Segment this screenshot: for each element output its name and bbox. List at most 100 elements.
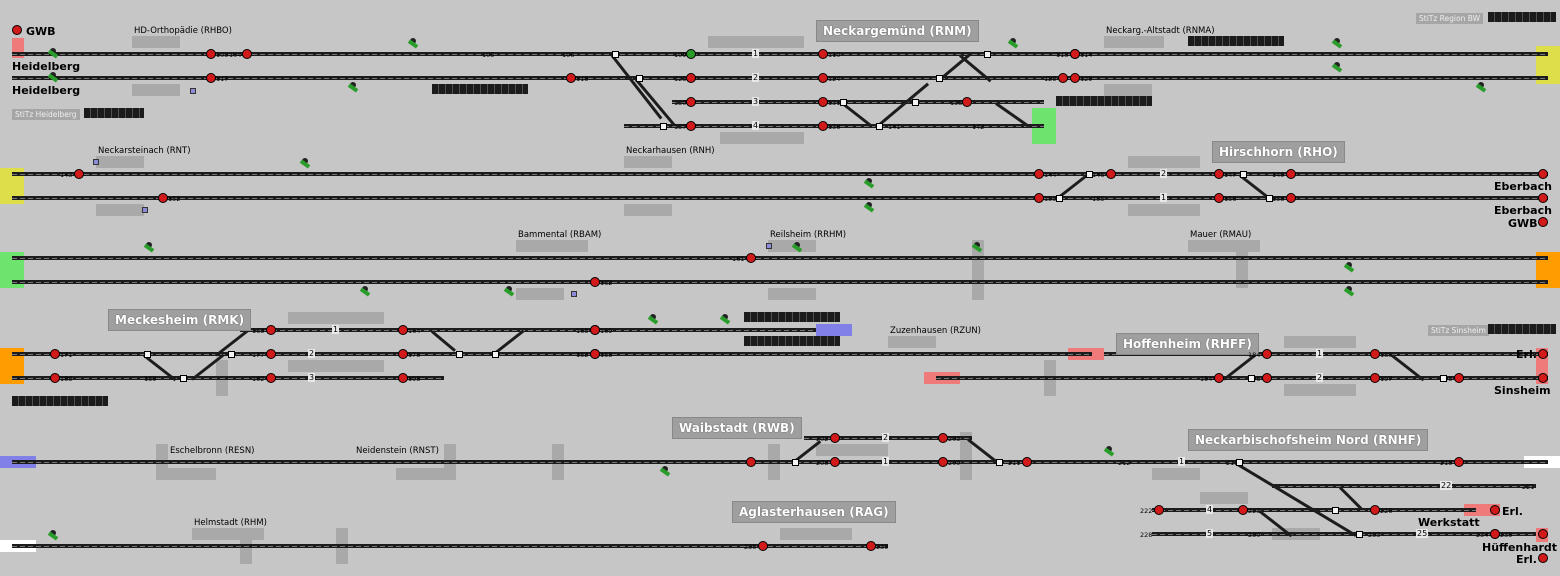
signal-104[interactable]	[242, 49, 252, 59]
dest-werkstatt[interactable]: Werkstatt	[1418, 516, 1480, 529]
level-crossing-icon[interactable]	[48, 48, 58, 58]
station-rnhf[interactable]: Neckarbischofsheim Nord (RNHF)	[1188, 429, 1429, 451]
level-crossing-icon[interactable]	[300, 158, 310, 168]
signal-147[interactable]	[1214, 169, 1224, 179]
level-crossing-icon[interactable]	[348, 82, 358, 92]
track-rho-main-1[interactable]	[12, 172, 1548, 176]
dest-gwb-right[interactable]: GWB	[1508, 217, 1538, 230]
level-crossing-icon[interactable]	[48, 530, 58, 540]
dest-gwb-top[interactable]: GWB	[26, 25, 56, 38]
train-counter[interactable]	[744, 336, 840, 346]
stitz-counter-bw[interactable]	[1488, 12, 1556, 22]
station-rhff[interactable]: Hoffenheim (RHFF)	[1116, 333, 1259, 355]
signal-135[interactable]	[962, 97, 972, 107]
train-counter[interactable]	[744, 312, 840, 322]
signal-215[interactable]	[1454, 457, 1464, 467]
track-rmk-3[interactable]	[12, 376, 444, 380]
station-rnm[interactable]: Neckargemünd (RNM)	[816, 20, 979, 42]
track-rnhf-5[interactable]	[1152, 532, 1536, 536]
dest-gwb-signal[interactable]	[12, 25, 22, 35]
level-crossing-icon[interactable]	[408, 38, 418, 48]
signal-114[interactable]	[1070, 49, 1080, 59]
track-rnhf-22[interactable]	[1272, 484, 1536, 488]
station-label-rnst[interactable]: Neidenstein (RNST)	[354, 446, 441, 456]
signal-163[interactable]	[266, 325, 276, 335]
switch-marker[interactable]	[1086, 171, 1093, 178]
track-rmk-2[interactable]	[12, 352, 1092, 356]
dest-eberbach-2[interactable]: Eberbach	[1494, 204, 1552, 217]
signal-239[interactable]	[866, 541, 876, 551]
station-label-rzun[interactable]: Zuzenhausen (RZUN)	[888, 326, 983, 336]
station-label-rnma[interactable]: Neckarg.-Altstadt (RNMA)	[1104, 26, 1217, 36]
station-label-rnt[interactable]: Neckarsteinach (RNT)	[96, 146, 193, 156]
switch-diag[interactable]	[875, 82, 930, 129]
signal-138[interactable]	[818, 121, 828, 131]
switch-marker[interactable]	[912, 99, 919, 106]
station-label-rrhm[interactable]: Reilsheim (RRHM)	[768, 230, 849, 240]
switch-marker[interactable]	[228, 351, 235, 358]
switch-marker[interactable]	[936, 75, 943, 82]
signal-162[interactable]	[590, 277, 600, 287]
switch-marker[interactable]	[1266, 195, 1273, 202]
track-rmau-2[interactable]	[12, 280, 1548, 284]
signal-198[interactable]	[1454, 373, 1464, 383]
signal-158[interactable]	[1286, 193, 1296, 203]
switch-marker[interactable]	[456, 351, 463, 358]
switch-marker[interactable]	[1240, 171, 1247, 178]
signal-gwb-right[interactable]	[1538, 217, 1548, 227]
station-rho[interactable]: Hirschhorn (RHO)	[1212, 141, 1345, 163]
switch-diag[interactable]	[1338, 486, 1363, 510]
signal-223[interactable]	[1238, 505, 1248, 515]
track-rag[interactable]	[744, 544, 888, 548]
dest-heidelberg-2[interactable]: Heidelberg	[12, 84, 81, 97]
switch-marker[interactable]	[1440, 375, 1447, 382]
signal-131[interactable]	[818, 97, 828, 107]
dest-erl-1[interactable]: Erl.	[1516, 348, 1537, 361]
station-label-rhbo[interactable]: HD-Orthopädie (RHBO)	[132, 26, 234, 36]
track-rwb-main[interactable]	[12, 460, 1548, 464]
signal-183[interactable]	[590, 349, 600, 359]
signal-sinsheim[interactable]	[1538, 373, 1548, 383]
level-crossing-icon[interactable]	[1332, 38, 1342, 48]
signal-137[interactable]	[686, 121, 696, 131]
track-rnm-main-1[interactable]	[12, 52, 1548, 56]
signal-130[interactable]	[686, 97, 696, 107]
station-label-rbam[interactable]: Bammental (RBAM)	[516, 230, 604, 240]
level-crossing-icon[interactable]	[720, 314, 730, 324]
signal-184[interactable]	[1262, 349, 1272, 359]
switch-marker[interactable]	[180, 375, 187, 382]
signal-146[interactable]	[1106, 169, 1116, 179]
track-rho-main-2[interactable]	[12, 196, 1548, 200]
signal-128[interactable]	[1058, 73, 1068, 83]
station-label-rhm[interactable]: Helmstadt (RHM)	[192, 518, 269, 528]
signal-193[interactable]	[398, 373, 408, 383]
switch-marker[interactable]	[996, 459, 1003, 466]
switch-marker[interactable]	[492, 351, 499, 358]
signal-196[interactable]	[1262, 373, 1272, 383]
switch-marker[interactable]	[876, 123, 883, 130]
level-crossing-icon[interactable]	[48, 72, 58, 82]
signal-103[interactable]	[206, 49, 216, 59]
signal-209[interactable]	[938, 457, 948, 467]
signal-123[interactable]	[686, 73, 696, 83]
track-rhff-2[interactable]	[936, 376, 1548, 380]
switch-diag[interactable]	[1235, 462, 1357, 537]
level-crossing-icon[interactable]	[1344, 262, 1354, 272]
signal-117[interactable]	[206, 73, 216, 83]
stitz-counter-heidelberg[interactable]	[84, 108, 144, 118]
track-rnm-4[interactable]	[624, 124, 1044, 128]
switch-marker[interactable]	[660, 123, 667, 130]
signal-149[interactable]	[1286, 169, 1296, 179]
switch-marker[interactable]	[1056, 195, 1063, 202]
signal-177[interactable]	[266, 349, 276, 359]
signal-238[interactable]	[758, 541, 768, 551]
dest-sinsheim[interactable]: Sinsheim	[1494, 384, 1551, 397]
signal-164[interactable]	[398, 325, 408, 335]
dest-erl-3[interactable]: Erl.	[1516, 553, 1537, 566]
signal-rwb-main[interactable]	[746, 457, 756, 467]
signal-203[interactable]	[938, 433, 948, 443]
switch-marker[interactable]	[840, 99, 847, 106]
station-rmk[interactable]: Meckesheim (RMK)	[108, 309, 252, 331]
level-crossing-icon[interactable]	[504, 286, 514, 296]
track-rmk-1[interactable]	[240, 328, 816, 332]
